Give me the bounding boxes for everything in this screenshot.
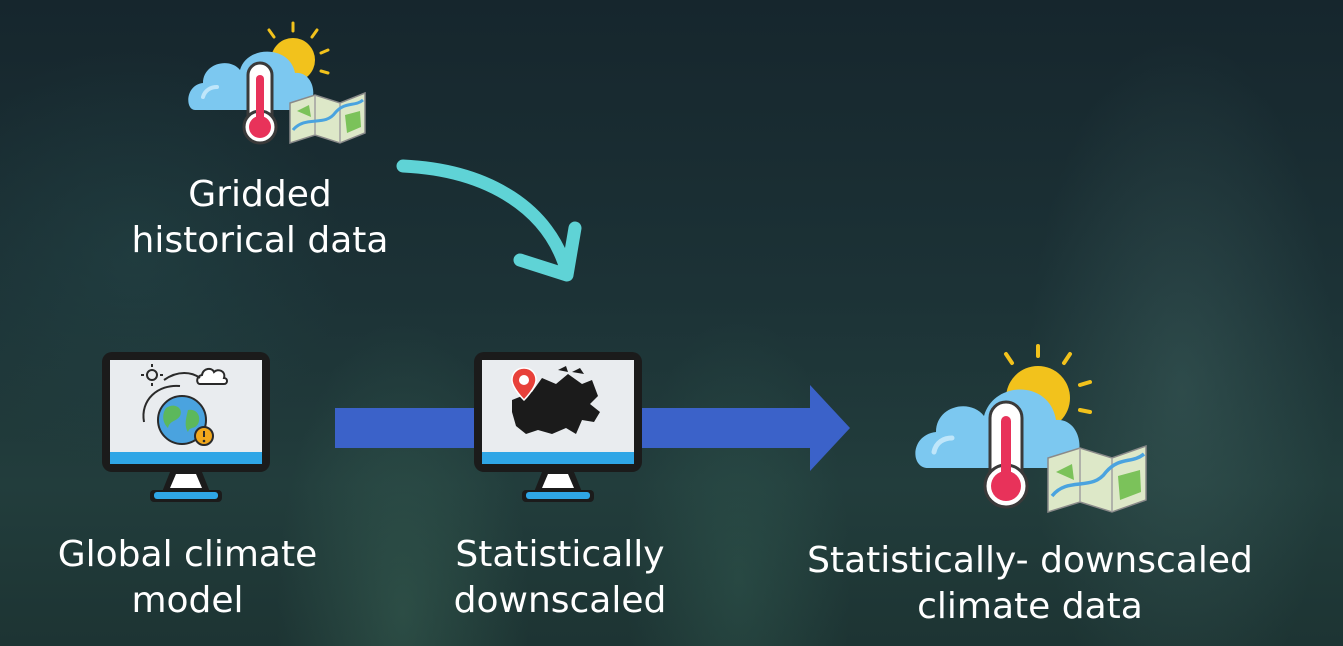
global-climate-model-icon xyxy=(100,350,272,505)
downscaled-climate-data-icon xyxy=(910,340,1155,525)
thermometer-icon xyxy=(242,61,278,145)
gridded-data-label: Gridded historical data xyxy=(131,174,389,261)
downscaled-climate-data-label: Statistically- downscaled climate data xyxy=(807,540,1253,627)
curved-arrow xyxy=(396,159,582,282)
thermometer-icon xyxy=(983,400,1029,509)
monitor-icon xyxy=(102,352,270,502)
map-icon xyxy=(1047,444,1147,514)
gridded-data-icon xyxy=(185,15,375,150)
sun-icon xyxy=(141,364,163,386)
map-icon xyxy=(289,91,366,145)
location-pin-icon xyxy=(511,367,537,402)
statistically-downscaled-label: Statistically downscaled xyxy=(453,534,667,621)
canada-map-icon xyxy=(512,374,600,434)
global-climate-model-label: Global climate model xyxy=(57,534,318,621)
globe-icon xyxy=(142,384,214,446)
statistically-downscaled-icon xyxy=(472,350,644,505)
